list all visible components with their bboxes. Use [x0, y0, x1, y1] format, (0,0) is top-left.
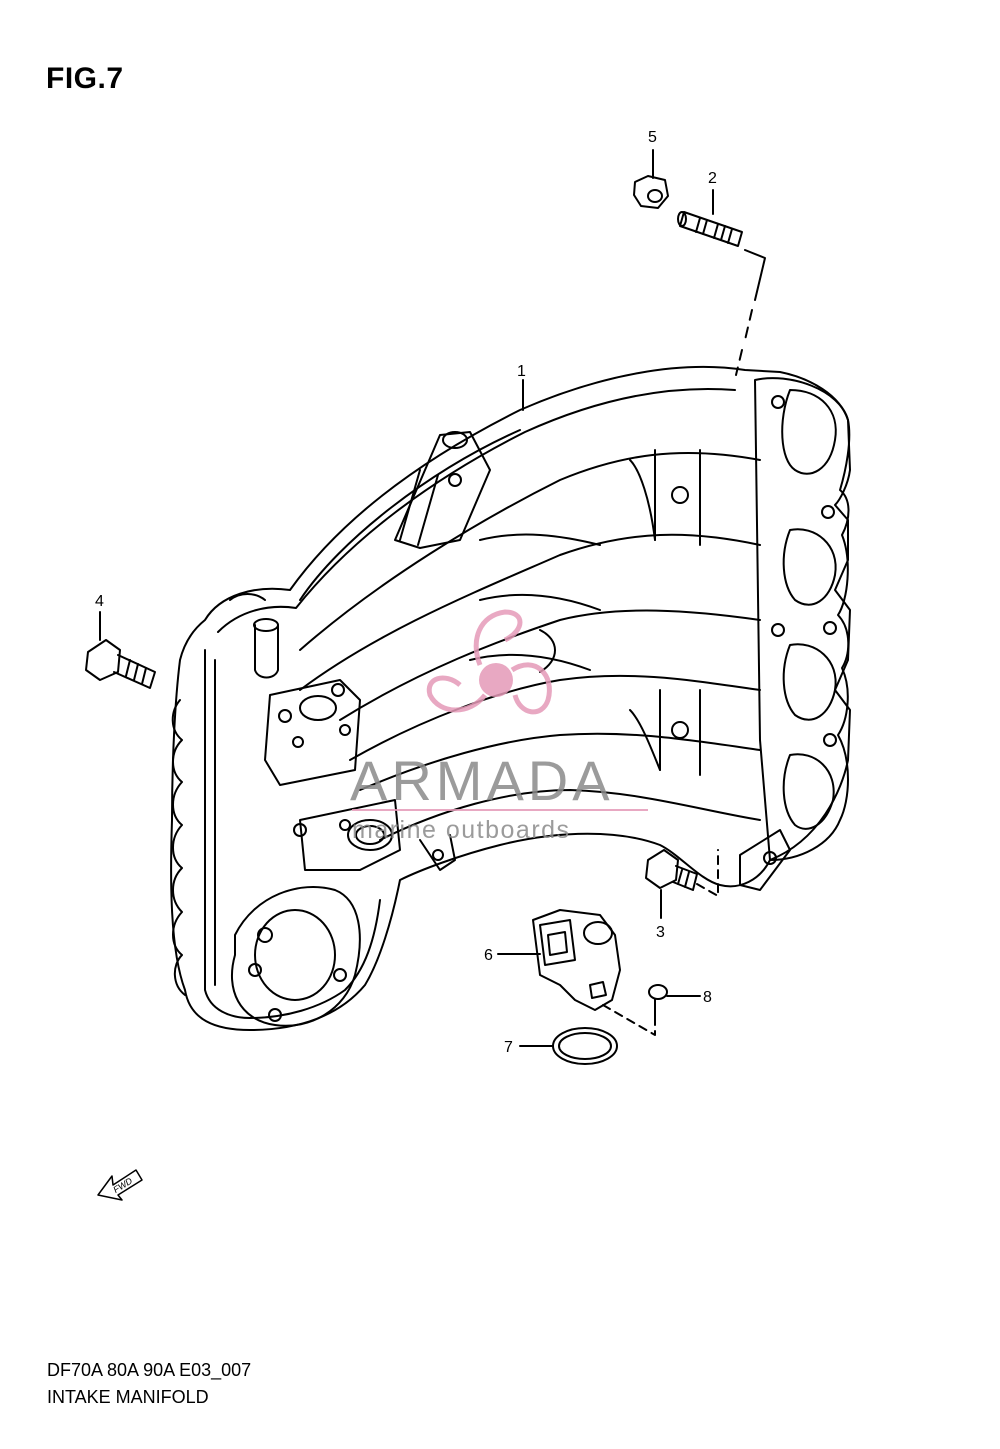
callout-3: 3	[656, 924, 665, 941]
flange-bolt-part-3	[645, 849, 719, 919]
callout-5: 5	[648, 129, 657, 146]
flange-nut-part-5	[633, 149, 669, 209]
intake-manifold	[170, 365, 851, 1031]
stud-bolt-part-2	[677, 189, 766, 376]
figure-code: DF70A 80A 90A E03_007	[47, 1360, 252, 1380]
figure-title: FIG.7	[46, 62, 124, 95]
callout-1: 1	[517, 363, 526, 380]
sensor-part-6	[497, 909, 621, 1011]
o-ring-part-7	[519, 1027, 618, 1065]
flange-bolt-part-4	[85, 611, 156, 689]
figure-name: INTAKE MANIFOLD	[47, 1387, 209, 1407]
fwd-arrow-icon	[97, 1169, 143, 1201]
callout-2: 2	[708, 170, 717, 187]
watermark-brand: ARMADA	[350, 749, 614, 812]
watermark-tagline: marine outboards	[352, 816, 571, 844]
screw-part-8	[602, 984, 701, 1036]
watermark-logo-icon	[426, 609, 552, 715]
callout-8: 8	[703, 989, 712, 1006]
callout-4: 4	[95, 593, 104, 610]
callout-7: 7	[504, 1039, 513, 1056]
callout-6: 6	[484, 947, 493, 964]
